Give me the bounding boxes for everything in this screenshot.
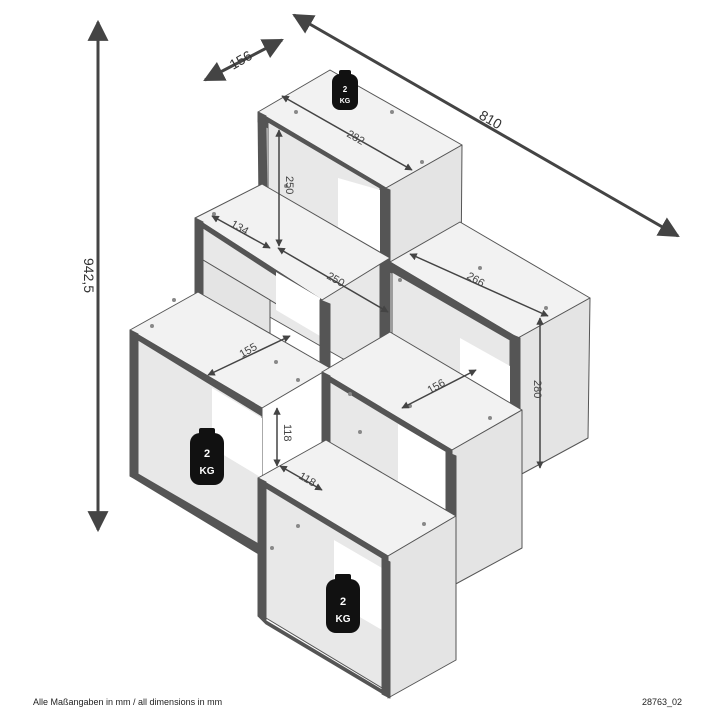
weight-left-value: 2 — [204, 448, 210, 460]
weight-bottom-unit: KG — [336, 614, 351, 625]
weight-top-value: 2 — [343, 85, 348, 94]
weight-left-unit: KG — [200, 466, 215, 477]
label-top-height: 250 — [283, 176, 295, 194]
arrow-left-depth — [211, 215, 271, 249]
bottom-box — [257, 439, 457, 699]
arrow-middle-diagonal — [277, 247, 389, 313]
arrow-depth — [203, 38, 284, 82]
weight-bottom-value: 2 — [340, 596, 346, 608]
label-right-height: 280 — [531, 380, 543, 398]
label-total-height: 942,5 — [81, 258, 97, 293]
weight-top-unit: KG — [340, 98, 351, 105]
arrow-inner-left — [207, 335, 291, 376]
arrow-inner-right — [401, 369, 477, 409]
arrow-total-width — [292, 13, 680, 238]
label-depth: 156 — [227, 47, 255, 73]
weight-icon-bottom: 2 KG — [326, 574, 360, 633]
dimension-arrows — [87, 13, 680, 533]
arrow-small-width — [279, 465, 323, 491]
weight-icon-left: 2 KG — [190, 428, 224, 485]
footer-dimensions-note: Alle Maßangaben in mm / all dimensions i… — [33, 697, 223, 707]
footer-article-code: 28763_02 — [642, 697, 683, 707]
label-small-height: 118 — [281, 424, 293, 442]
arrow-right-width — [409, 253, 549, 317]
label-total-width: 810 — [477, 107, 505, 133]
weight-icon-top: 2 KG — [332, 70, 358, 110]
arrow-top-width — [281, 95, 413, 171]
